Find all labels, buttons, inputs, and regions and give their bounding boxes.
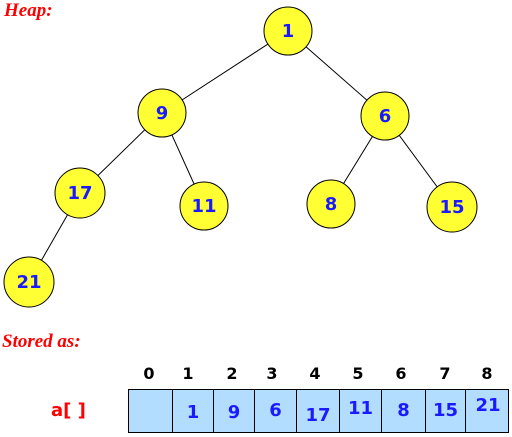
heap-node-circle	[263, 6, 313, 56]
array-cell: 9	[214, 390, 255, 432]
array-cell	[129, 390, 173, 432]
heap-node-label: 1	[282, 21, 295, 42]
array-cell-value: 21	[475, 395, 501, 416]
heap-node-circle	[137, 88, 187, 138]
heap-node-circle	[3, 256, 55, 308]
array-index: 4	[309, 364, 321, 383]
heap-node-6: 6	[360, 91, 410, 141]
array-cell-value: 1	[186, 402, 200, 423]
heap-node-circle	[54, 167, 106, 219]
array-cell: 6	[255, 390, 297, 432]
array-cell-value: 15	[432, 400, 459, 421]
heap-node-circle	[306, 179, 356, 229]
array-cell: 8	[382, 390, 426, 432]
array-index: 2	[226, 364, 238, 383]
array-cell: 15	[426, 390, 466, 432]
array-cell-value: 8	[397, 400, 410, 421]
heap-node-label: 15	[439, 197, 464, 218]
array-index: 5	[352, 364, 364, 383]
heap-node-label: 8	[325, 194, 338, 215]
array-index: 6	[395, 364, 407, 383]
heap-node-8: 8	[306, 179, 356, 229]
array-cell: 11	[340, 390, 382, 432]
heap-node-label: 9	[156, 103, 169, 124]
heap-node-circle	[426, 181, 478, 233]
heap-tree: 1 9 6 17 11 8 15 21	[3, 6, 478, 308]
heap-heading: Heap:	[4, 0, 53, 21]
array-cell-value: 6	[269, 400, 282, 421]
array-index: 1	[182, 364, 194, 383]
heap-node-11: 11	[179, 181, 229, 231]
heap-node-label: 21	[16, 272, 41, 293]
heap-node-17: 17	[54, 167, 106, 219]
edge-n1-n9	[161, 30, 289, 114]
heap-node-circle	[179, 181, 229, 231]
heap-node-label: 17	[67, 183, 92, 204]
heap-node-label: 11	[191, 196, 216, 217]
array-box: 1 9 6 17 11 8 15 21	[128, 389, 509, 433]
heap-edges	[28, 30, 453, 283]
heap-node-9: 9	[137, 88, 187, 138]
heap-node-circle	[360, 91, 410, 141]
array-index: 3	[266, 364, 278, 383]
heap-node-15: 15	[426, 181, 478, 233]
heap-node-21: 21	[3, 256, 55, 308]
array-cell-value: 11	[347, 398, 374, 419]
array-cell-value: 9	[227, 402, 241, 423]
array-label: a[ ]	[51, 400, 86, 421]
array-cell: 21	[466, 390, 510, 432]
array-cell-value: 17	[305, 405, 331, 426]
stored-heading: Stored as:	[2, 331, 81, 352]
array-index: 8	[481, 364, 493, 383]
heap-nodes: 1 9 6 17 11 8 15 21	[3, 6, 478, 308]
heap-node-1: 1	[263, 6, 313, 56]
array-index: 0	[143, 364, 155, 383]
array-index: 7	[439, 364, 451, 383]
array-cell: 1	[173, 390, 214, 432]
array-cell: 17	[297, 390, 340, 432]
heap-node-label: 6	[379, 106, 392, 127]
